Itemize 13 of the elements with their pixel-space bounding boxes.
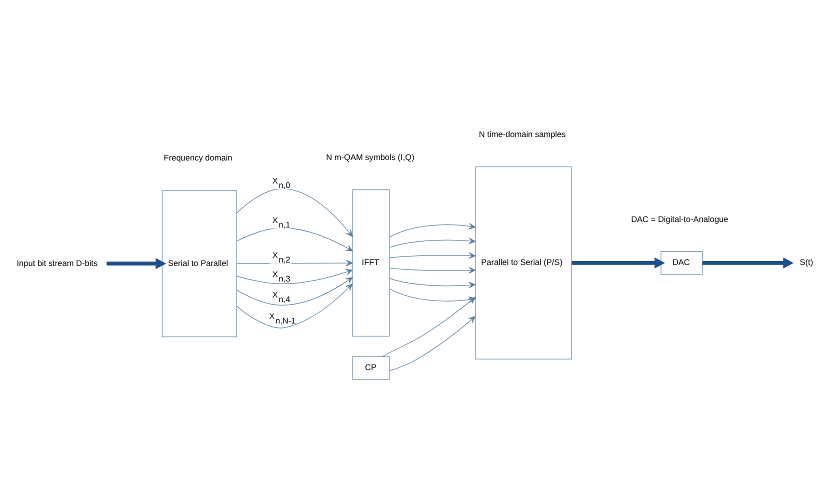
- arrow: [389, 252, 476, 258]
- arrow: [236, 227, 353, 251]
- arrow: [236, 259, 353, 266]
- arrow: [389, 222, 476, 237]
- arrow: [106, 258, 166, 269]
- arrow: [389, 266, 476, 273]
- arrow: [236, 283, 353, 328]
- arrow: [702, 256, 794, 268]
- arrow: [389, 278, 476, 288]
- arrow: [236, 188, 353, 236]
- arrow: [389, 316, 476, 370]
- arrow: [389, 237, 476, 248]
- arrow: [572, 256, 665, 268]
